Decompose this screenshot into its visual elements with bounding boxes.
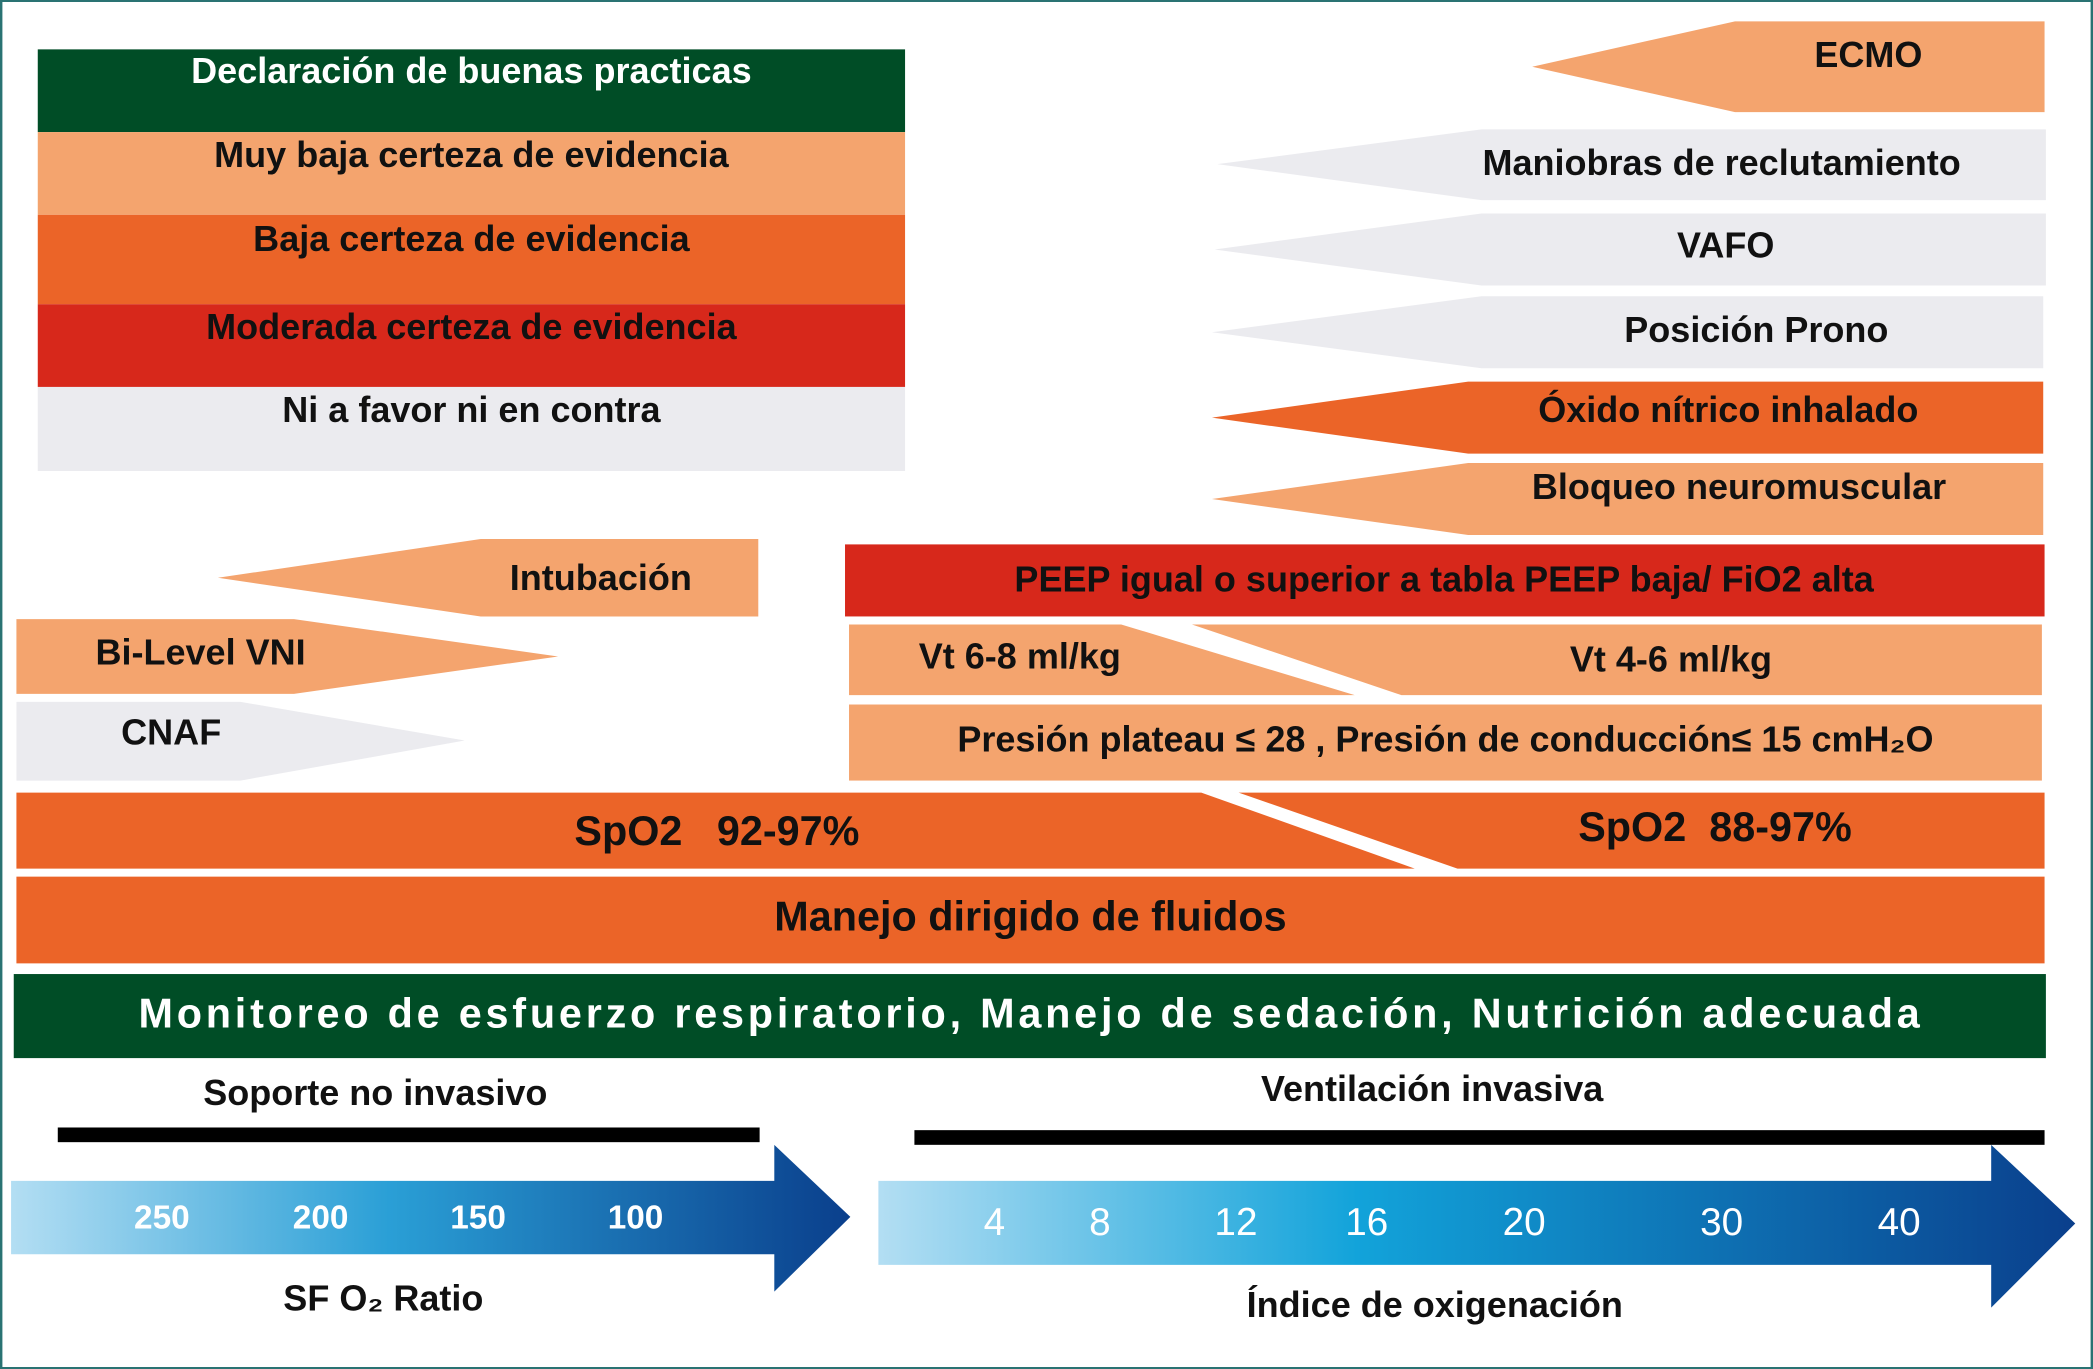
label-peep: PEEP igual o superior a tabla PEEP baja/…: [1014, 558, 1874, 599]
rescue-therapies: ECMO Maniobras de reclutamiento VAFO Pos…: [1211, 21, 2046, 536]
invasive-ventilation: PEEP igual o superior a tabla PEEP baja/…: [845, 544, 2045, 781]
arrow-ecmo: [1532, 21, 2045, 113]
scale-right-bar: [914, 1130, 2045, 1145]
label-bloqueo: Bloqueo neuromuscular: [1532, 466, 1946, 507]
arrow-vafo: [1214, 213, 2046, 286]
label-spo2-right: SpO2 88-97%: [1578, 804, 1852, 850]
bar-presion: [849, 704, 2042, 781]
arrow-prono: [1211, 296, 2044, 369]
arrow-maniobras: [1217, 129, 2046, 201]
tick: 20: [1503, 1201, 1546, 1244]
tick: 250: [134, 1199, 190, 1236]
label-cnaf: CNAF: [121, 712, 221, 753]
label-vt-right: Vt 4-6 ml/kg: [1570, 638, 1772, 679]
tick: 4: [984, 1201, 1006, 1244]
tick: 150: [450, 1199, 506, 1236]
bar-peep: [845, 544, 2045, 617]
legend-swatch-neutral: [37, 386, 906, 472]
label-fluidos: Manejo dirigido de fluidos: [774, 893, 1286, 939]
label-bilevel: Bi-Level VNI: [95, 632, 305, 673]
arrow-oxido: [1211, 381, 2044, 454]
legend-swatch-low: [37, 214, 906, 305]
legend-swatch-moderate: [37, 304, 906, 387]
tick: 200: [293, 1199, 349, 1236]
tick: 12: [1214, 1201, 1257, 1244]
noninvasive-support: Intubación Bi-Level VNI CNAF: [16, 539, 759, 781]
scale-left-axis-label: SF O₂ Ratio: [283, 1277, 483, 1318]
bar-vt-right: [1191, 624, 2042, 696]
scale-left-bar: [57, 1127, 760, 1143]
tick: 100: [608, 1199, 664, 1236]
legend: Declaración de buenas practicas Muy baja…: [37, 49, 906, 472]
arrow-bilevel: [16, 619, 559, 694]
legend-label: Ni a favor ni en contra: [282, 389, 661, 430]
label-vt-left: Vt 6-8 ml/kg: [919, 636, 1121, 677]
scale-right-axis-label: Índice de oxigenación: [1247, 1284, 1623, 1325]
scale-left-title: Soporte no invasivo: [203, 1072, 547, 1113]
scale-right: Ventilación invasiva 4 8 12 16 20 30 40 …: [878, 1068, 2076, 1325]
legend-label: Muy baja certeza de evidencia: [214, 134, 729, 175]
arrow-intubacion: [217, 539, 759, 617]
label-intubacion: Intubación: [510, 557, 692, 598]
arrow-cnaf: [16, 701, 465, 781]
scale-left: Soporte no invasivo 250 200 150 100 SF O…: [11, 1072, 851, 1318]
legend-swatch-good-practice: [37, 49, 906, 133]
legend-label: Moderada certeza de evidencia: [206, 306, 737, 347]
scale-right-arrow: [878, 1144, 2076, 1308]
bar-fluidos: [16, 876, 2045, 964]
tick: 16: [1345, 1201, 1388, 1244]
label-prono: Posición Prono: [1624, 309, 1888, 350]
tick: 40: [1878, 1201, 1921, 1244]
label-spo2-left: SpO2 92-97%: [574, 808, 859, 854]
label-monitoreo: Monitoreo de esfuerzo respiratorio, Mane…: [139, 991, 1921, 1037]
arrow-bloqueo: [1211, 463, 2044, 536]
tick: 8: [1089, 1201, 1111, 1244]
tick: 30: [1700, 1201, 1743, 1244]
label-vafo: VAFO: [1677, 225, 1774, 266]
bar-spo2-left: [16, 792, 1415, 869]
label-oxido: Óxido nítrico inhalado: [1538, 388, 1918, 430]
legend-label: Baja certeza de evidencia: [253, 218, 690, 259]
label-presion: Presión plateau ≤ 28 , Presión de conduc…: [957, 718, 1933, 759]
bar-vt-left: [849, 624, 1355, 696]
label-ecmo: ECMO: [1814, 34, 1922, 75]
bar-spo2-right: [1238, 792, 2045, 869]
scale-left-arrow: [11, 1144, 851, 1292]
legend-label: Declaración de buenas practicas: [191, 50, 751, 91]
bar-monitoreo: [13, 974, 2046, 1059]
label-maniobras: Maniobras de reclutamiento: [1482, 142, 1960, 183]
scale-right-title: Ventilación invasiva: [1261, 1068, 1604, 1109]
legend-swatch-very-low: [37, 132, 906, 215]
common-measures: SpO2 92-97% SpO2 88-97% Manejo dirigido …: [13, 792, 2046, 1059]
